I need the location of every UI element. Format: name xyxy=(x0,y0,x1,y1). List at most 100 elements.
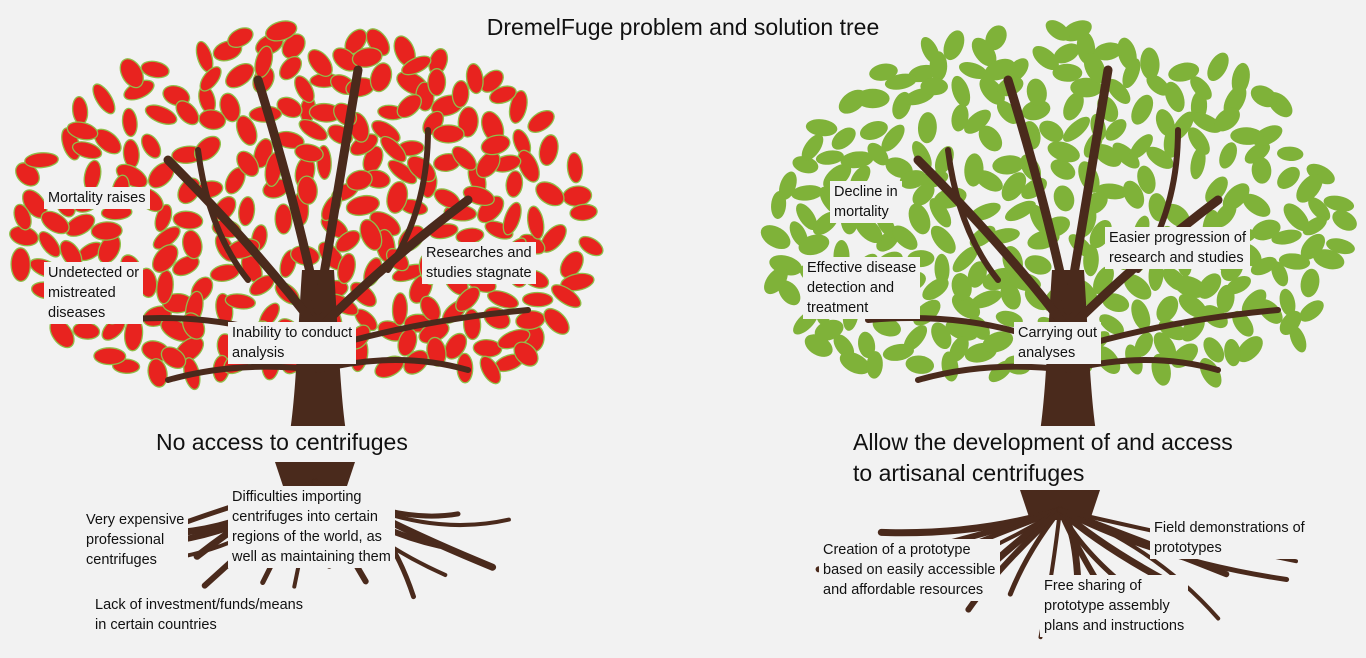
leaf xyxy=(294,75,315,104)
leaf xyxy=(281,33,306,59)
leaf xyxy=(1308,197,1331,221)
leaf xyxy=(1105,119,1127,141)
leaf xyxy=(1277,146,1304,162)
leaf xyxy=(760,225,791,250)
leaf xyxy=(1117,37,1137,70)
leaf xyxy=(1190,76,1212,100)
leaf xyxy=(1205,176,1228,204)
leaf xyxy=(480,134,511,156)
leaf xyxy=(1093,42,1123,61)
leaf xyxy=(1197,273,1222,299)
leaf xyxy=(1219,142,1237,169)
leaf xyxy=(1332,210,1357,231)
leaf xyxy=(1236,336,1263,363)
leaf xyxy=(1000,281,1021,310)
leaf xyxy=(1271,229,1302,245)
leaf xyxy=(967,261,987,288)
leaf xyxy=(40,210,70,235)
solution-cause-sharing: Free sharing of prototype assembly plans… xyxy=(1040,575,1189,637)
leaf xyxy=(401,55,432,76)
leaf xyxy=(917,112,937,144)
leaf xyxy=(374,355,405,379)
leaf xyxy=(881,124,905,152)
branch xyxy=(253,75,323,315)
leaf xyxy=(859,121,888,140)
leaf xyxy=(1021,100,1051,121)
leaf xyxy=(858,331,876,359)
leaf xyxy=(1231,62,1250,95)
leaf xyxy=(1241,289,1267,316)
leaf xyxy=(1129,134,1153,159)
leaf xyxy=(93,347,127,366)
leaf xyxy=(1244,142,1271,164)
leaf xyxy=(892,225,918,250)
leaf xyxy=(867,142,889,166)
leaf xyxy=(451,145,477,171)
problem-effect-research: Researches and studies stagnate xyxy=(422,242,536,284)
leaf xyxy=(949,336,969,362)
branch xyxy=(313,65,363,315)
leaf xyxy=(796,203,818,231)
leaf xyxy=(1122,58,1141,89)
diagram-title: DremelFuge problem and solution tree xyxy=(486,14,880,40)
leaf xyxy=(335,230,361,253)
leaf xyxy=(964,153,984,187)
leaf xyxy=(1063,116,1090,142)
leaf xyxy=(527,110,555,133)
leaf xyxy=(92,83,116,115)
leaf xyxy=(276,96,303,119)
leaf xyxy=(1214,107,1240,132)
leaf xyxy=(278,55,303,81)
solution-effect-analyses: Carrying out analyses xyxy=(1014,322,1101,364)
leaf xyxy=(121,107,138,138)
branch xyxy=(945,147,1001,283)
leaf xyxy=(427,68,447,97)
leaf xyxy=(1140,47,1160,80)
leaf xyxy=(951,273,972,301)
leaf xyxy=(1283,203,1310,232)
leaf xyxy=(792,156,819,174)
leaf xyxy=(71,141,103,160)
leaf xyxy=(24,152,59,169)
leaf xyxy=(985,25,1007,51)
leaf xyxy=(559,250,584,279)
leaf xyxy=(1250,256,1277,276)
leaf xyxy=(199,66,222,92)
leaf xyxy=(227,27,254,48)
leaf xyxy=(535,181,565,207)
leaf xyxy=(1083,244,1099,277)
problem-tree-trunk-branches xyxy=(115,65,531,432)
solution-tree xyxy=(760,20,1357,640)
solution-core: Allow the development of and access to a… xyxy=(847,426,1239,490)
leaf xyxy=(1190,147,1206,180)
leaf xyxy=(1250,85,1278,108)
branch xyxy=(163,155,323,335)
problem-cause-importing: Difficulties importing centrifuges into … xyxy=(228,486,395,568)
leaf xyxy=(1187,127,1210,155)
leaf xyxy=(369,62,393,93)
leaf xyxy=(1271,261,1289,287)
leaf xyxy=(71,96,89,126)
leaf xyxy=(236,150,260,177)
leaf xyxy=(1083,52,1106,84)
leaf xyxy=(855,88,890,109)
leaf xyxy=(391,292,408,326)
leaf xyxy=(1164,81,1185,113)
leaf xyxy=(296,175,318,205)
branch xyxy=(915,363,1071,383)
leaf xyxy=(1156,295,1179,323)
leaf xyxy=(1112,142,1140,169)
leaf xyxy=(386,181,409,214)
leaf xyxy=(869,63,898,81)
leaf xyxy=(1146,74,1170,96)
leaf xyxy=(778,280,801,306)
leaf xyxy=(1131,94,1154,125)
leaf xyxy=(801,134,824,161)
solution-effect-research: Easier progression of research and studi… xyxy=(1105,227,1251,269)
leaf xyxy=(1050,159,1076,180)
leaf xyxy=(175,100,200,126)
leaf xyxy=(225,62,255,89)
leaf xyxy=(1131,299,1151,331)
leaf xyxy=(979,76,1005,105)
leaf xyxy=(387,159,418,185)
